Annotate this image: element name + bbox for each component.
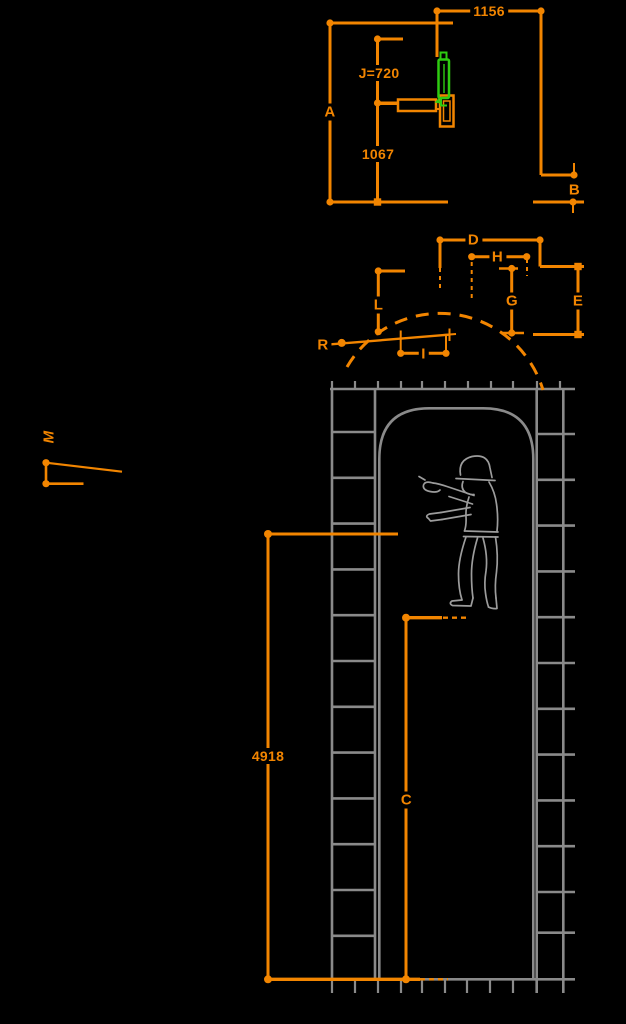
dim-label-d: D xyxy=(464,231,483,249)
m-detail-dots xyxy=(42,459,50,488)
right-ladder-rungs xyxy=(536,432,575,935)
dim-label-e: E xyxy=(569,292,587,309)
dim-label-i: I xyxy=(418,345,429,362)
dim-label-l: L xyxy=(370,296,387,313)
dim-label-m: M xyxy=(40,427,57,447)
mast-opening-outline xyxy=(378,407,535,980)
top-view-dimensions xyxy=(328,9,584,213)
dim-label-r: R xyxy=(314,336,332,353)
mast-head-highlight xyxy=(434,51,451,107)
dim-label-j720: J=720 xyxy=(355,65,403,81)
hard-hat-brim xyxy=(455,477,496,482)
mast-structure xyxy=(330,381,575,993)
left-ladder-rungs xyxy=(332,430,375,938)
dim-label-c: C xyxy=(397,791,416,808)
front-view-dots xyxy=(264,530,410,984)
dim-label-b: B xyxy=(565,181,584,198)
bottom-tick-marks xyxy=(330,979,515,993)
worker-figure xyxy=(418,455,499,610)
front-view-dimensions xyxy=(266,532,467,981)
dim-label-g: G xyxy=(503,292,521,309)
dome-view-dimensions xyxy=(330,238,584,391)
m-detail xyxy=(44,461,123,486)
dim-label-4918: 4918 xyxy=(248,747,288,764)
dome-view-dots xyxy=(337,236,582,357)
dim-label-a: A xyxy=(321,103,339,121)
top-tick-marks xyxy=(330,381,562,389)
dim-label-1156: 1156 xyxy=(470,3,508,19)
dim-label-1067: 1067 xyxy=(358,146,398,162)
jib-mechanism xyxy=(379,94,455,128)
dim-label-h: H xyxy=(488,248,507,266)
hard-hat xyxy=(459,455,493,479)
